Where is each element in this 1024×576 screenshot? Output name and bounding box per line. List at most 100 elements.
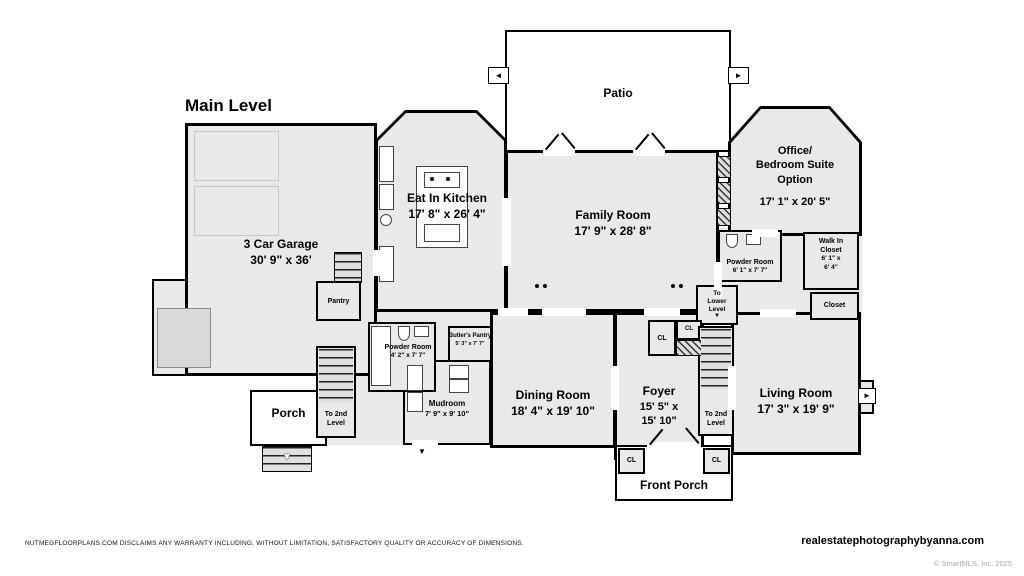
patio-door-opening — [543, 147, 575, 156]
room-dims: 6' 1" x — [821, 255, 841, 263]
room-dims: 6' 4" — [824, 263, 838, 271]
fireplace-hatch — [717, 182, 731, 204]
office-label: Office/ Bedroom Suite Option 17' 1" x 20… — [733, 144, 857, 209]
burner-dot — [430, 177, 434, 181]
column-dot — [535, 284, 539, 288]
room-name: Family Room — [575, 208, 651, 222]
kitchen-family-opening — [502, 198, 511, 266]
room-dims: 15' 10" — [641, 414, 677, 427]
dining-label: Dining Room 18' 4" x 19' 10" — [492, 388, 614, 419]
room-garage — [185, 123, 377, 376]
foyer-label: Foyer 15' 5" x 15' 10" — [616, 384, 702, 428]
patio-door-opening — [633, 147, 665, 156]
room-closet — [810, 292, 859, 320]
fireplace-hatch — [717, 156, 731, 178]
room-name: Powder Room — [384, 344, 432, 351]
stair-hatch — [676, 340, 702, 356]
powder-right-label: Powder Room 6' 1" x 7' 7" — [718, 258, 782, 276]
porch-label: Porch — [250, 406, 327, 422]
column-dot — [679, 284, 683, 288]
living-label: Living Room 17' 3" x 19' 9" — [733, 386, 859, 417]
room-dims: 4' 2" x 7' 7" — [390, 352, 426, 360]
room-name: Closet — [820, 247, 842, 255]
right-arrow-icon: ► — [863, 391, 871, 400]
room-name: Option — [777, 173, 813, 186]
room-living — [731, 312, 861, 455]
room-dims: 17' 8" x 26' 4" — [408, 206, 486, 221]
room-dims: 17' 3" x 19' 9" — [757, 401, 835, 416]
living-right-arrow-box: ► — [858, 388, 876, 404]
cl-text: CL — [657, 335, 667, 342]
cl-text: CL — [685, 326, 693, 332]
closet-label: Closet — [810, 301, 859, 310]
front-porch-label: Front Porch — [615, 478, 733, 494]
stair-text: To — [713, 290, 721, 297]
room-dims: 17' 1" x 20' 5" — [759, 195, 831, 208]
foyer-closet — [648, 320, 676, 356]
room-office — [731, 109, 859, 233]
stair-treads — [334, 252, 362, 283]
closet-cl-label: CL — [703, 456, 730, 465]
room-name: 3 Car Garage — [243, 237, 319, 251]
disclaimer-text: NUTMEGFLOORPLANS.COM DISCLAIMS ANY WARRA… — [25, 540, 524, 547]
room-name: Patio — [603, 86, 633, 100]
island-sink-icon — [424, 224, 460, 242]
room-name: Butler's Pantry — [448, 333, 492, 339]
to-2nd-right-label: To 2nd Level — [692, 410, 740, 428]
room-dims: 6' 1" x 7' 7" — [732, 267, 768, 275]
room-name: Eat In Kitchen — [406, 191, 487, 205]
room-name: Office/ — [777, 145, 813, 157]
patio-left-arrow-box: ◄ — [488, 67, 509, 84]
room-dims: 7' 9" x 9' 10" — [424, 409, 470, 419]
front-closet — [703, 448, 730, 474]
hall-powder-opening — [714, 262, 722, 298]
down-arrow-icon: ▼ — [282, 452, 292, 463]
living-hall-opening — [760, 309, 796, 317]
garage-label: 3 Car Garage 30' 9" x 36' — [195, 237, 367, 268]
column-dot — [543, 284, 547, 288]
stair-text: Level — [707, 420, 725, 428]
counter-icon — [379, 246, 394, 282]
copyright-text: © SmartMLS, Inc. 2025 — [933, 559, 1012, 568]
room-name: Foyer — [642, 384, 676, 398]
dining-foyer-opening — [611, 366, 619, 410]
room-name: Living Room — [759, 386, 833, 400]
family-foyer-opening — [644, 308, 680, 316]
room-name: Front Porch — [640, 478, 708, 492]
sink-icon — [380, 214, 392, 226]
down-arrow-icon: ▼ — [418, 447, 426, 456]
front-closet — [618, 448, 645, 474]
walk-in-label: Walk In Closet 6' 1" x 6' 4" — [803, 237, 859, 272]
left-arrow-icon: ◄ — [494, 70, 503, 80]
counter-icon — [379, 184, 394, 210]
toilet-icon — [398, 326, 410, 341]
fridge-icon — [379, 146, 394, 182]
room-name: Dining Room — [515, 388, 591, 402]
stair-text: Level — [327, 420, 345, 428]
family-dining-opening — [542, 308, 586, 316]
room-name: Pantry — [327, 298, 350, 305]
bench-icon — [407, 365, 423, 391]
page-title: Main Level — [185, 96, 272, 115]
website-link[interactable]: realestatephotographybyanna.com — [801, 535, 984, 547]
closet-cl-label: CL — [676, 326, 702, 334]
kitchen-label: Eat In Kitchen 17' 8" x 26' 4" — [387, 191, 507, 222]
room-dims: 15' 5" x — [639, 400, 679, 413]
room-name: Closet — [823, 302, 846, 309]
room-dining — [490, 312, 616, 448]
room-dims: 18' 4" x 19' 10" — [511, 403, 595, 418]
room-dims: 5' 3" x 7' 7" — [455, 340, 485, 347]
butlers-pantry-label: Butler's Pantry 5' 3" x 7' 7" — [446, 333, 494, 348]
garage-door-track — [194, 131, 279, 181]
storage-area — [157, 308, 211, 368]
room-name: Mudroom — [428, 399, 466, 408]
sink-icon — [414, 326, 429, 337]
stair-text: To 2nd — [704, 411, 728, 418]
mudroom-label: Mudroom 7' 9" x 9' 10" — [405, 399, 489, 419]
garage-hall-opening — [373, 250, 381, 276]
powder-left-label: Powder Room 4' 2" x 7' 7" — [380, 343, 436, 361]
room-dims: 17' 9" x 28' 8" — [574, 223, 652, 238]
closet-cl-label: CL — [648, 334, 676, 343]
front-door-opening — [647, 442, 701, 451]
pantry-label: Pantry — [316, 297, 361, 306]
